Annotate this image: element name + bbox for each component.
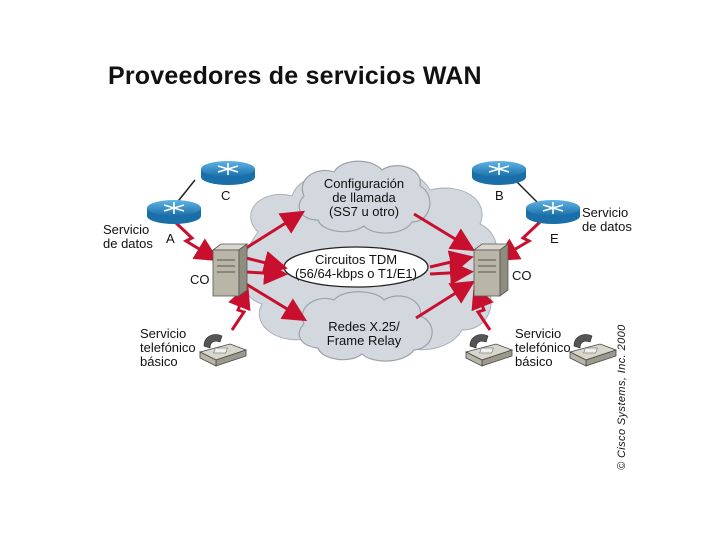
right-co-label: CO <box>512 268 532 283</box>
packet-cloud <box>298 291 433 362</box>
left-co-switch-icon <box>211 243 249 297</box>
router-e-label: E <box>550 231 559 246</box>
left-phone-service-label: Servicio telefónico básico <box>140 326 196 369</box>
left-co-label: CO <box>190 272 210 287</box>
packet-cloud-label: Redes X.25/ Frame Relay <box>326 319 402 348</box>
router-e-icon <box>526 200 580 224</box>
signaling-cloud-label: Configuración de llamada (SS7 u otro) <box>323 176 405 219</box>
link-left-phone <box>228 284 251 331</box>
tdm-label: Circuitos TDM (56/64-kbps o T1/E1) <box>295 252 417 281</box>
right-data-service-label: Servicio de datos <box>582 205 632 234</box>
right-telephone-left-icon <box>464 334 514 367</box>
right-telephone-right-icon <box>568 334 618 367</box>
router-c-label: C <box>221 188 231 203</box>
router-c-icon <box>201 161 255 185</box>
link-right-phone <box>471 284 494 331</box>
link-b-e <box>514 179 541 206</box>
right-co-arrows <box>413 212 476 320</box>
left-telephone-icon <box>198 334 248 367</box>
router-b-icon <box>472 161 526 185</box>
link-a-co <box>173 220 220 262</box>
link-e-co <box>494 220 542 262</box>
copyright-text: © Cisco Systems, Inc. 2000 <box>616 324 628 470</box>
router-a-icon <box>147 200 201 224</box>
left-co-arrows <box>245 210 308 322</box>
signaling-cloud <box>298 160 431 234</box>
router-b-label: B <box>495 188 504 203</box>
left-data-service-label: Servicio de datos <box>103 222 153 251</box>
right-co-switch-icon <box>472 243 510 297</box>
router-a-label: A <box>166 231 175 246</box>
right-phone-service-label: Servicio telefónico básico <box>515 326 571 369</box>
page-title: Proveedores de servicios WAN <box>108 62 482 90</box>
